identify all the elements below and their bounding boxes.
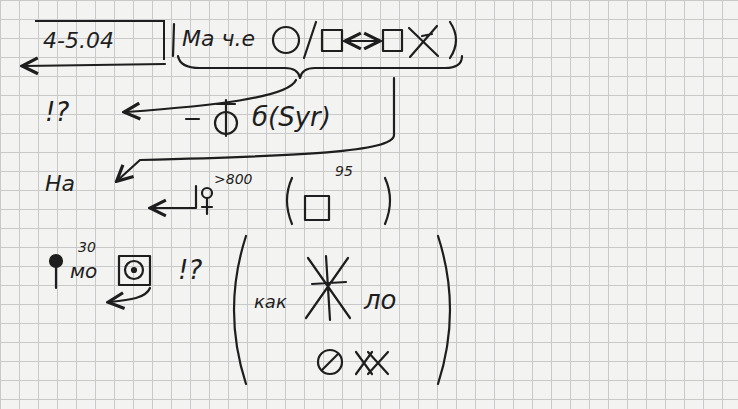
handwritten-note: б(Syr)	[252, 103, 331, 132]
handwritten-note: !?	[45, 98, 69, 127]
handwritten-note: ло	[364, 286, 397, 315]
handwritten-note: 30	[78, 240, 96, 255]
handwritten-note: 95	[335, 164, 353, 179]
date-box: 4-5.04	[35, 20, 165, 60]
handwritten-note: Ма ч.е	[182, 27, 255, 51]
date-text: 4-5.04	[43, 28, 163, 53]
handwritten-note: мо	[70, 260, 97, 282]
handwritten-note: На	[45, 172, 75, 196]
handwritten-note: как	[254, 292, 287, 312]
handwritten-note: !?	[178, 256, 202, 285]
handwritten-note: >800	[214, 172, 252, 187]
